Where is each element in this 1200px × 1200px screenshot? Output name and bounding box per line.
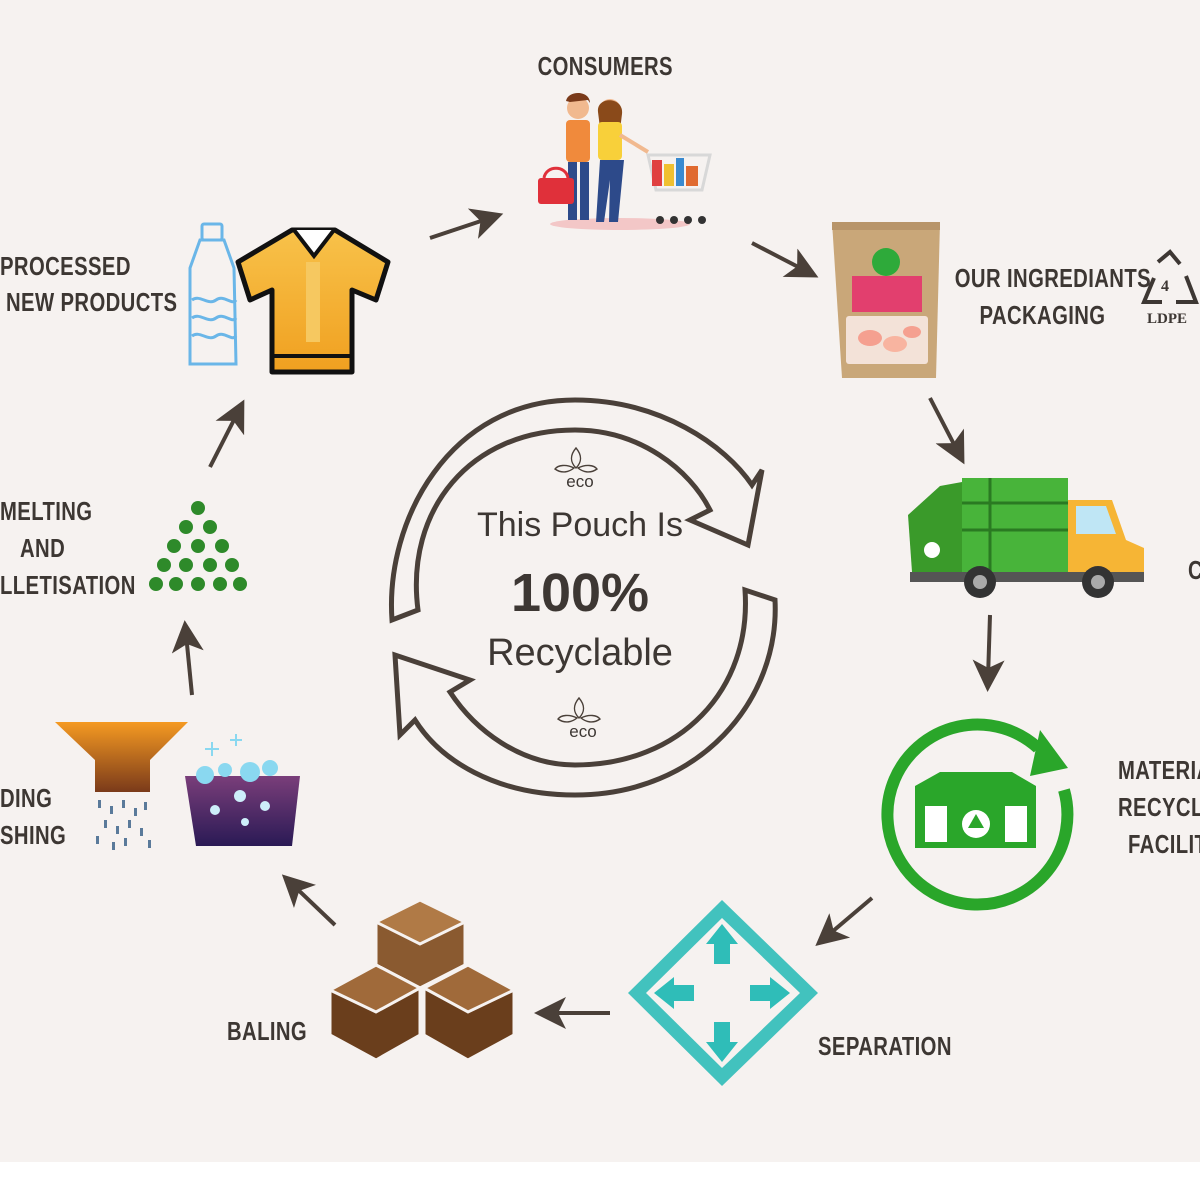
label-processed-line1: PROCESSED xyxy=(0,251,131,281)
arrow-to-shredding xyxy=(281,874,337,927)
pellets-pyramid-icon xyxy=(149,501,247,591)
label-melting-line2: AND xyxy=(20,533,66,563)
pouch-package-icon xyxy=(832,222,940,378)
label-consumers: CONSUMERS xyxy=(537,51,673,81)
label-processed-line2: NEW PRODUCTS xyxy=(6,287,178,317)
label-mrf-line1: MATERIA xyxy=(1118,755,1200,785)
arrow-to-consumers xyxy=(429,208,504,240)
separation-arrows-icon xyxy=(628,900,818,1086)
label-melting-line3: LLETISATION xyxy=(0,570,136,600)
label-mrf-line3: FACILIT xyxy=(1128,829,1200,859)
shredder-funnel-icon xyxy=(55,722,188,850)
eco-leaf-icon xyxy=(554,446,598,473)
label-packaging-line2: PACKAGING xyxy=(979,300,1106,330)
arrow-to-truck xyxy=(928,397,965,465)
arrow-to-melting xyxy=(171,620,204,696)
arrow-to-mrf xyxy=(972,614,1005,692)
tshirt-icon xyxy=(235,227,391,375)
center-line-1: This Pouch Is xyxy=(477,506,683,544)
label-shredding-line2: SHING xyxy=(0,820,67,850)
label-shredding-line1: DING xyxy=(0,783,53,813)
label-melting-line1: MELTING xyxy=(0,496,93,526)
garbage-truck-icon xyxy=(908,478,1144,598)
cubes-bale-icon xyxy=(326,898,518,1062)
people-shopping-icon xyxy=(538,92,712,230)
center-percent: 100% xyxy=(510,563,650,623)
label-mrf-line2: RECYCLI xyxy=(1118,792,1200,822)
washing-tub-icon xyxy=(185,734,300,846)
arrow-to-separation xyxy=(815,896,874,947)
label-collection: C xyxy=(1188,552,1200,589)
cycle-arrows xyxy=(171,208,1005,1029)
label-separation: SEPARATION xyxy=(818,1031,952,1061)
recycling-facility-icon xyxy=(881,718,1074,911)
ldpe-number: 4 xyxy=(1161,278,1169,295)
arrow-to-packaging xyxy=(751,241,819,278)
center-ring-arrows xyxy=(388,397,778,798)
bottle-icon xyxy=(188,222,238,366)
bottom-strip xyxy=(0,1162,1200,1200)
eco-caption-top: eco xyxy=(566,472,594,491)
ldpe-recycle-icon xyxy=(1141,249,1199,304)
eco-leaf-icon xyxy=(557,696,601,723)
label-baling: BALING xyxy=(227,1016,308,1046)
label-packaging-line1: OUR INGREDIANTS xyxy=(954,263,1152,293)
ldpe-text: LDPE xyxy=(1147,311,1188,327)
arrow-to-products xyxy=(208,399,245,468)
eco-caption-bottom: eco xyxy=(569,722,597,741)
center-line-2: Recyclable xyxy=(487,632,673,674)
